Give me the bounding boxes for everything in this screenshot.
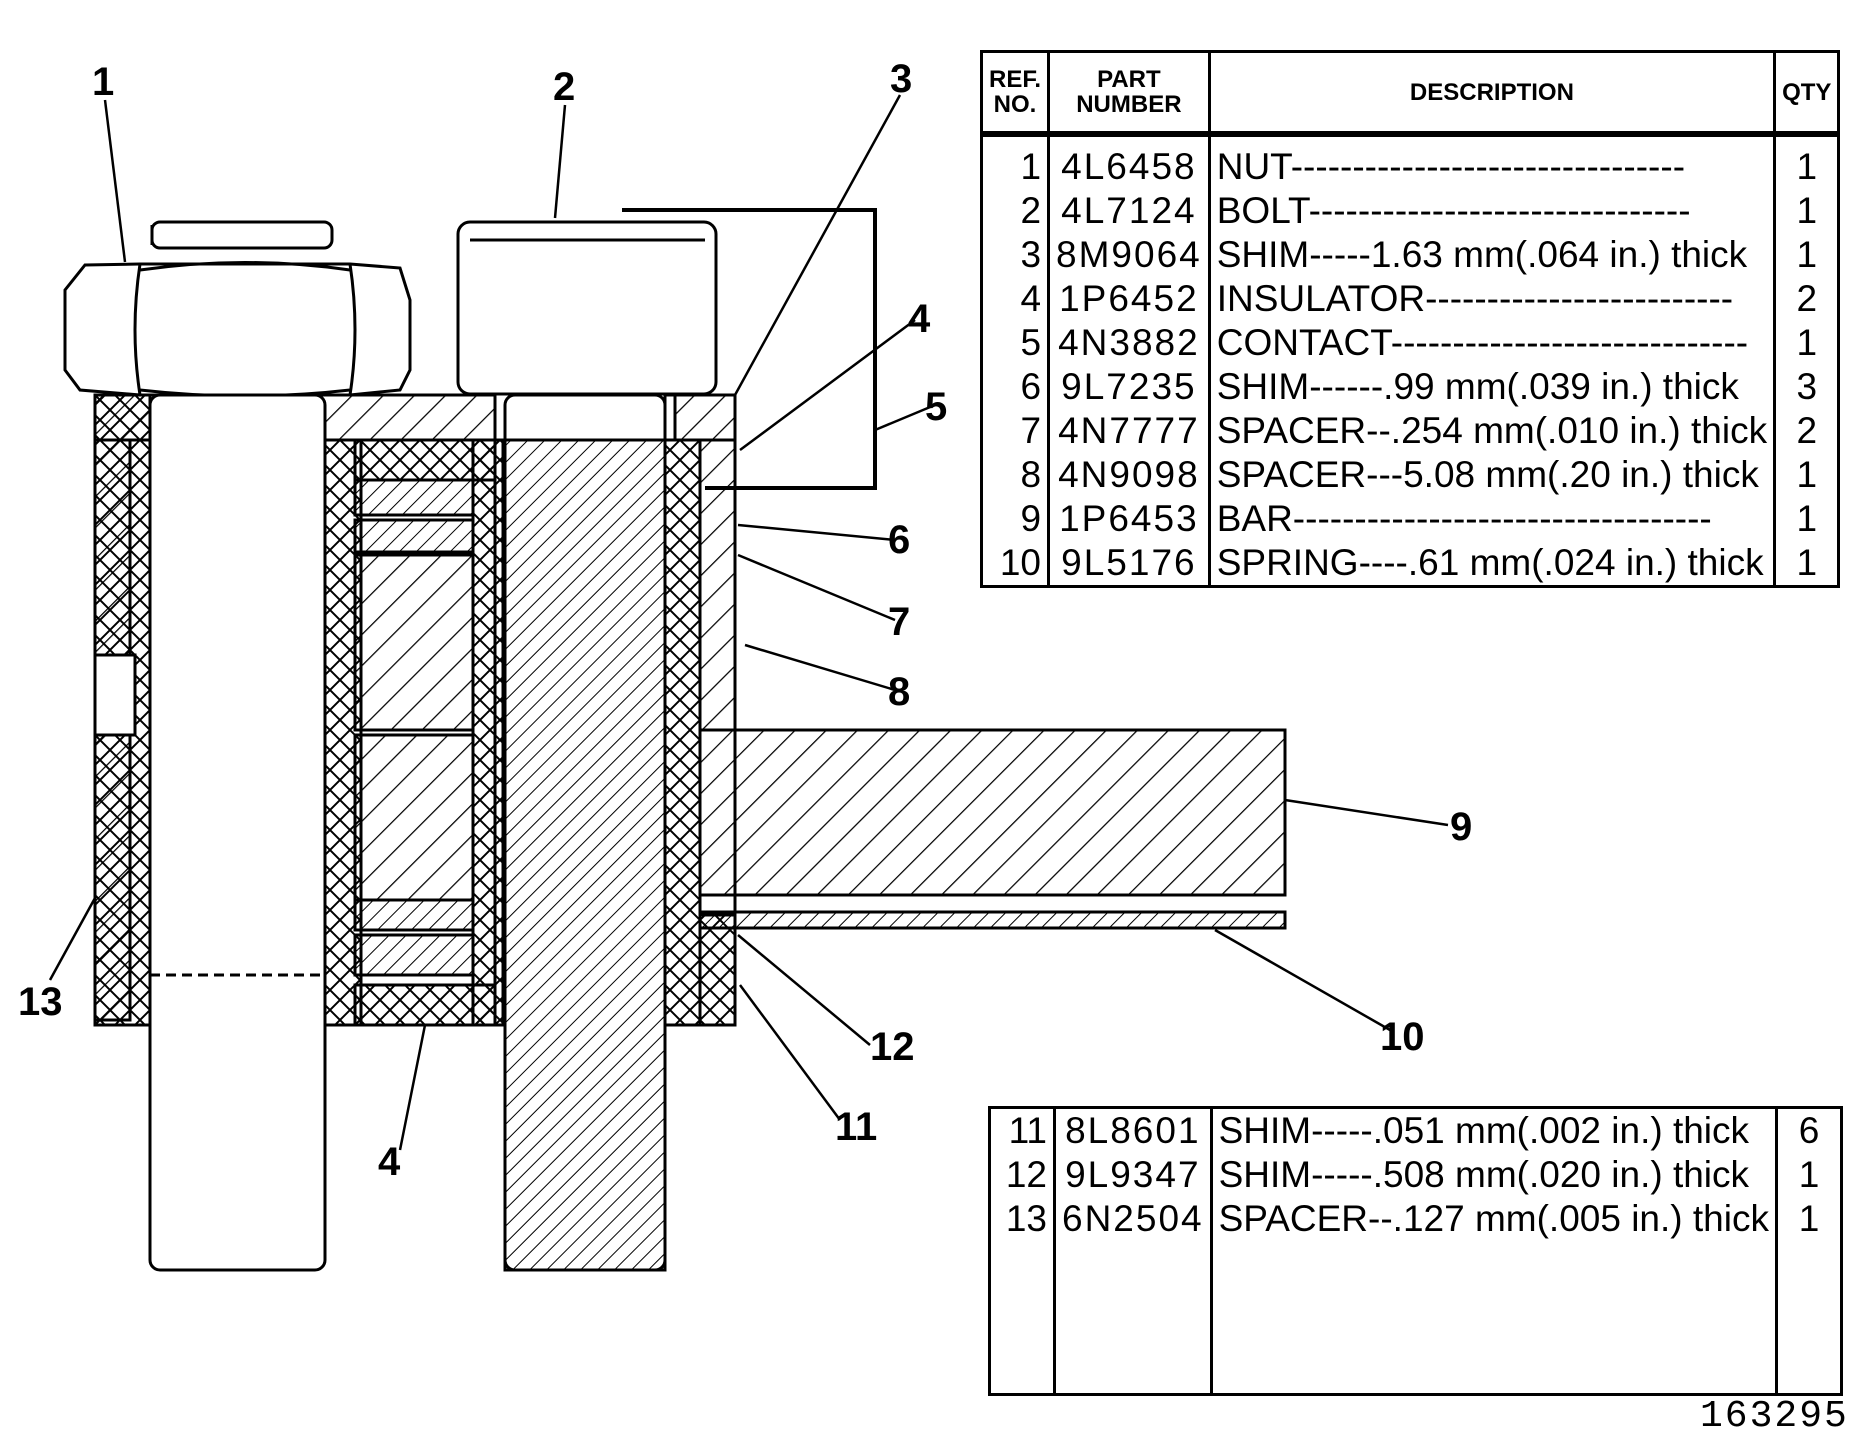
nut-bolt-shank: [148, 393, 327, 1272]
header-qty: QTY: [1773, 50, 1841, 137]
callout-2: 2: [553, 65, 575, 109]
threaded-bolt: [503, 393, 667, 1272]
header-description: DESCRIPTION: [1207, 50, 1777, 137]
leader-lines: [48, 94, 1449, 1151]
callout-6: 6: [888, 518, 910, 562]
header-ref-no: REF.NO.: [979, 50, 1051, 137]
callout-11: 11: [835, 1105, 877, 1149]
bar: [698, 728, 1287, 897]
callout-9: 9: [1450, 805, 1472, 849]
callout-13: 13: [18, 980, 63, 1024]
callout-4-lower: 4: [378, 1140, 401, 1184]
callout-4: 4: [908, 297, 931, 341]
nut: [63, 220, 412, 398]
callout-3: 3: [890, 57, 912, 101]
callout-1: 1: [92, 60, 114, 104]
table-filler-row: [988, 1241, 1843, 1395]
callout-12: 12: [870, 1025, 915, 1069]
callout-10: 10: [1380, 1015, 1425, 1059]
drawing-number: 163295: [1700, 1395, 1849, 1438]
callout-8: 8: [888, 670, 910, 714]
callout-5: 5: [925, 385, 947, 429]
bolt-head: [456, 220, 718, 396]
callout-labels: 1 2 3 4 5 6 7 8 9 10 11 12 13 4: [18, 57, 1472, 1184]
spring: [698, 910, 1287, 930]
callout-7: 7: [888, 600, 910, 644]
